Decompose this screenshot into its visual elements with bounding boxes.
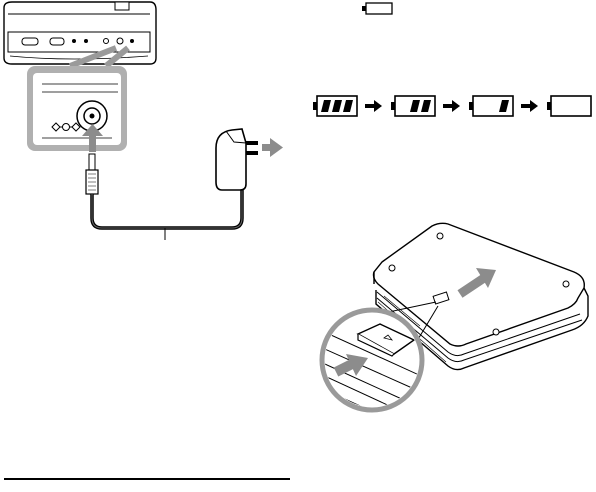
sequence-arrow-icon <box>443 100 460 112</box>
battery-sequence <box>313 96 591 116</box>
battery-full-icon <box>313 96 357 116</box>
dc-in-jack-zoom <box>27 66 127 151</box>
battery-two-thirds-icon <box>391 96 435 116</box>
wall-outlet-arrow-icon <box>262 138 283 157</box>
battery-one-third-icon <box>469 96 513 116</box>
ac-adapter <box>216 129 258 190</box>
battery-empty-icon <box>547 96 591 116</box>
release-lever-zoom <box>316 310 430 424</box>
cable <box>92 190 242 228</box>
sequence-arrow-icon <box>521 100 538 112</box>
sequence-arrow-icon <box>365 100 382 112</box>
dc-plug <box>86 154 98 194</box>
player-side-panel <box>4 2 156 64</box>
footnote-rule <box>4 478 290 480</box>
battery-empty-icon-inline <box>362 3 392 14</box>
